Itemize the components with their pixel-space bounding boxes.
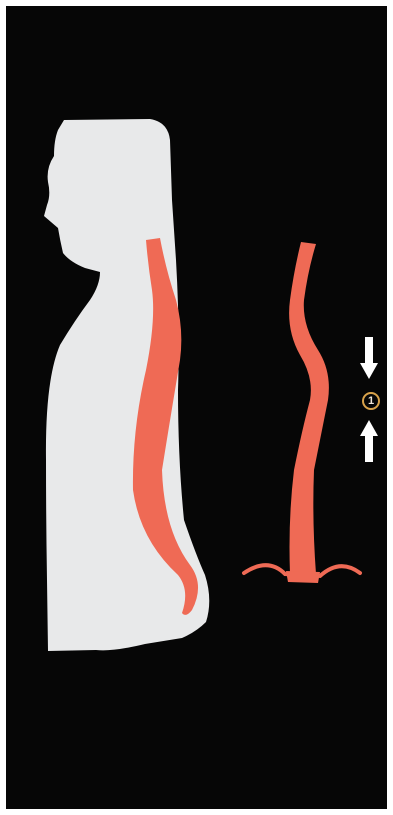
isolated-spine-curve (289, 242, 329, 574)
arrow-down-icon (360, 337, 378, 379)
label-number: 1 (368, 395, 374, 407)
spine-diagram (6, 6, 387, 809)
label-number-circle: 1 (362, 392, 380, 410)
pelvis-base-fill (286, 571, 320, 583)
diagram-panel: 1 (6, 6, 387, 809)
arrow-up-icon (360, 420, 378, 462)
